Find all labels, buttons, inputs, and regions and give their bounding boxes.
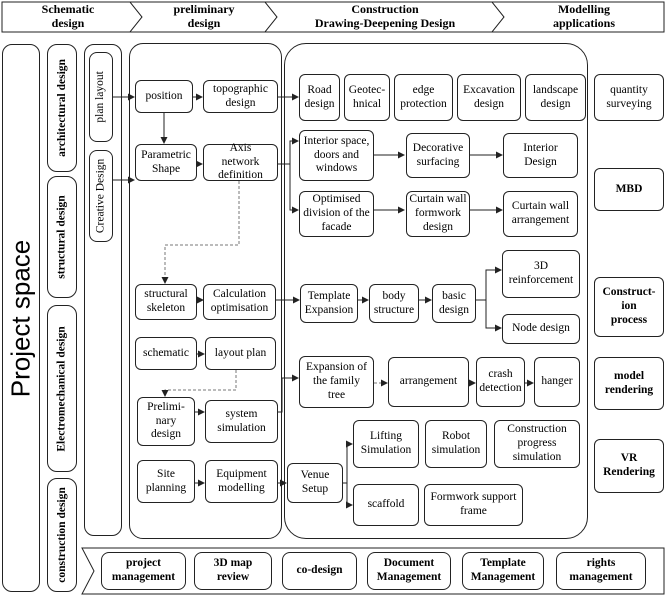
box-family-tree: Expansion of the family tree [299,356,374,408]
box-basic-design: basic design [432,284,476,323]
app-model-rendering: model rendering [594,357,664,410]
bottom-template-management: Template Management [462,552,544,590]
box-scaffold: scaffold [353,484,419,526]
box-template-expansion: Template Expansion [300,284,358,323]
box-layout-plan: layout plan [205,337,276,370]
box-node-design: Node design [502,314,580,344]
box-schematic: schematic [135,337,197,370]
box-construction-progress: Construction progress simulation [494,420,580,468]
category-construction-design: construction design [47,478,77,592]
box-interior-design: Interior Design [503,133,578,178]
box-hanger: hanger [534,357,580,407]
stage-chevron-modelling [490,1,665,33]
box-decorative-surfacing: Decorative surfacing [406,133,470,178]
schematic-group [84,44,122,536]
box-road-design: Road design [299,74,340,121]
box-optimised-division: Optimised division of the facade [299,191,374,237]
box-3d-reinforcement: 3D reinforcement [502,250,580,298]
box-curtain-arrangement: Curtain wall arrangement [503,191,578,237]
app-mbd: MBD [594,168,664,211]
category-structural-design: structural design [47,176,77,298]
box-lifting-simulation: Lifting Simulation [353,420,419,468]
plan-layout: plan layout [89,52,113,142]
bottom-project-management: project management [101,552,186,590]
box-position: position [135,80,193,113]
category-architectural-design: architectural design [47,44,77,172]
box-excavation-design: Excavation design [457,74,521,121]
box-edge-protection: edge protection [394,74,453,121]
box-system-simulation: system simulation [205,400,278,443]
box-structural-skeleton: structural skeleton [135,284,197,320]
bottom-co-design: co-design [282,552,357,590]
box-calculation-optimisation: Calculation optimisation [203,284,276,320]
box-robot-simulation: Robot simulation [425,420,487,468]
box-interior-space: Interior space, doors and windows [299,130,374,181]
box-preliminary-design: Prelimi- nary design [137,397,195,446]
stage-construction-drawing: Construction Drawing-Deepening Design [314,2,456,30]
stage-schematic-design: Schematic design [41,2,95,30]
box-body-structure: body structure [369,284,419,323]
box-axis-network: Axis network definition [203,142,278,181]
box-formwork-support: Formwork support frame [424,484,523,526]
stage-modelling-applications: Modelling applications [552,2,615,30]
box-geotechnical: Geotec- hnical [344,74,390,121]
preliminary-group [129,43,282,539]
construction-group [284,43,588,539]
stage-preliminary-design: preliminary design [173,2,235,30]
box-topographic-design: topographic design [203,80,278,113]
box-parametric-shape: Parametric Shape [135,144,197,181]
box-curtain-formwork: Curtain wall formwork design [406,191,470,237]
box-venue-setup: Venue Setup [287,463,343,503]
bottom-rights-management: rights management [556,552,646,590]
category-electromechanical-design: Electromechanical design [47,305,77,472]
box-arrangement: arrangement [388,357,469,407]
project-space: Project space [2,44,40,592]
bottom-document-management: Document Management [367,552,451,590]
box-crash-detection: crash detection [476,357,525,407]
app-quantity-surveying: quantity surveying [594,74,664,121]
box-site-planning: Site planning [137,460,195,503]
app-construction-process: Construct- ion process [594,277,664,337]
creative-design: Creative Design [89,150,113,242]
app-vr-rendering: VR Rendering [594,439,664,493]
bottom-3d-map-review: 3D map review [194,552,272,590]
box-equipment-modelling: Equipment modelling [205,460,278,503]
box-landscape-design: landscape design [525,74,586,121]
